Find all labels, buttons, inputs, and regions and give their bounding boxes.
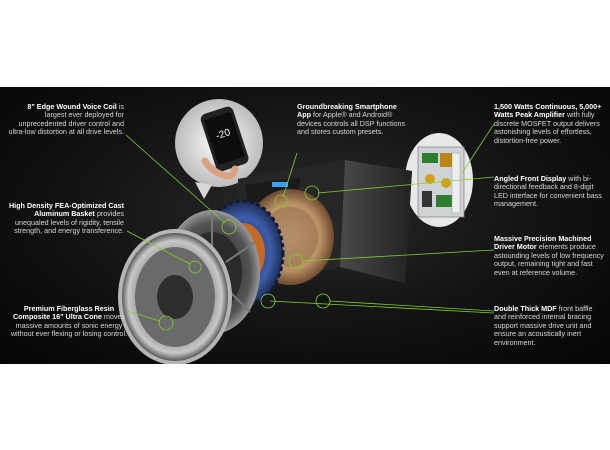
callout-amplifier: 1,500 Watts Continuous, 5,000+ Watts Pea… — [494, 102, 606, 145]
fiberglass-cone — [118, 229, 232, 364]
callout-display: Angled Front Display with bi-directional… — [494, 174, 606, 209]
callout-voice-coil-title: 8" Edge Wound Voice Coil — [27, 102, 117, 111]
callout-mdf-text: front baffle and reinforced internal bra… — [494, 304, 593, 347]
callout-cone-text: moves massive amounts of sonic energy wi… — [10, 312, 128, 339]
callout-display-text: with bi-directional feedback and 8-digit… — [494, 174, 602, 209]
callout-mdf-title: Double Thick MDF — [494, 304, 557, 313]
callout-basket: High Density FEA-Optimized Cast Aluminum… — [6, 201, 124, 236]
callout-motor: Massive Precision Machined Driver Motor … — [494, 234, 606, 277]
callout-app-title: Groundbreaking Smartphone App — [297, 102, 397, 120]
callout-lines — [125, 123, 495, 331]
callout-mdf: Double Thick MDF front baffle and reinfo… — [494, 304, 606, 347]
callout-app-text: for Apple® and Android® devices controls… — [297, 110, 406, 137]
callout-cone-title: Premium Fiberglass Resin Composite 16" U… — [12, 304, 115, 322]
callout-voice-coil-text: is largest ever deployed for unprecedent… — [8, 102, 124, 137]
callout-display-title: Angled Front Display — [494, 174, 567, 183]
callout-motor-text: elements produce astounding levels of lo… — [494, 242, 604, 277]
amplifier-bubble — [405, 133, 473, 227]
callout-cone: Premium Fiberglass Resin Composite 16" U… — [10, 304, 128, 339]
callout-amplifier-title: 1,500 Watts Continuous, 5,000+ Watts Pea… — [494, 102, 602, 120]
callout-app: Groundbreaking Smartphone App for Apple®… — [297, 102, 407, 137]
callout-basket-text: provides unequaled levels of rigidity, t… — [14, 209, 124, 236]
phone-screen-value: -20 — [215, 127, 233, 142]
smartphone-app-bubble: -20 — [175, 99, 263, 199]
callout-amplifier-text: with fully discrete MOSFET output delive… — [494, 110, 600, 145]
subwoofer-exploded-illustration: -20 — [118, 99, 495, 364]
callout-voice-coil: 8" Edge Wound Voice Coil is largest ever… — [6, 102, 124, 137]
callout-basket-title: High Density FEA-Optimized Cast Aluminum… — [8, 201, 124, 219]
callout-motor-title: Massive Precision Machined Driver Motor — [494, 234, 592, 252]
product-feature-banner: -20 — [0, 87, 610, 364]
